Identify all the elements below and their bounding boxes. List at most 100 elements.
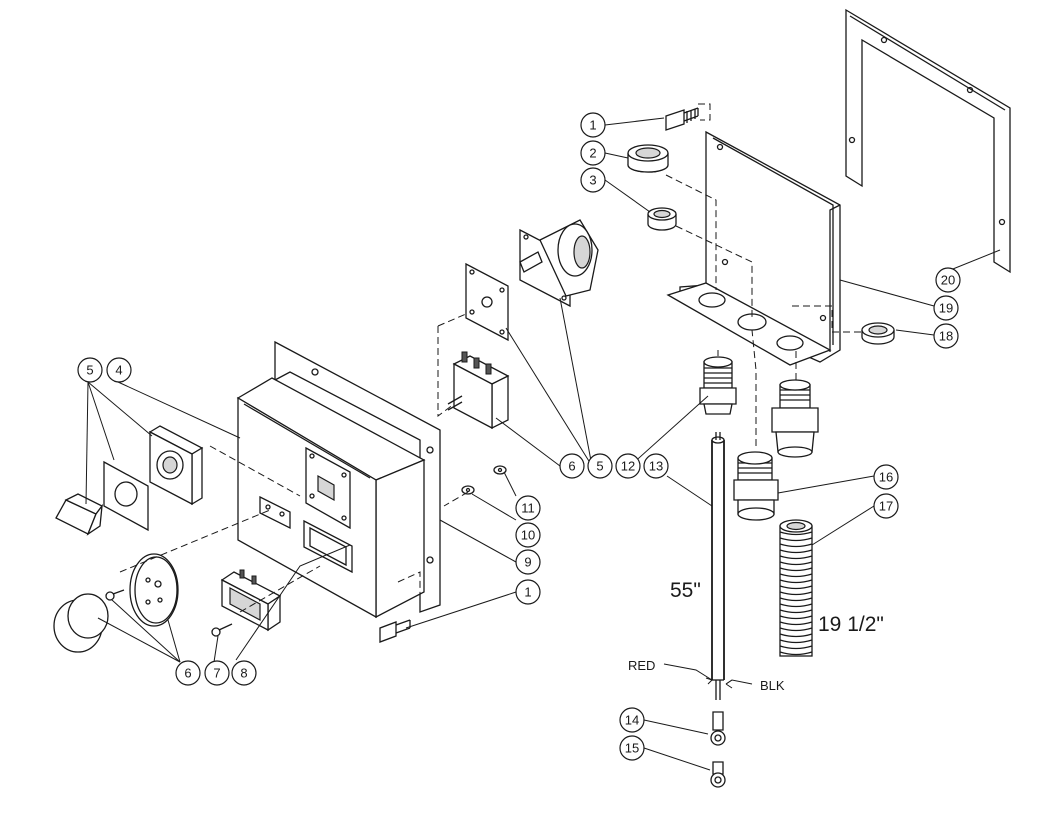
callout-10: 10 xyxy=(515,522,541,548)
bushing xyxy=(647,207,677,231)
conduit-rib xyxy=(779,531,813,536)
mounting-bracket xyxy=(666,130,841,366)
svg-text:18: 18 xyxy=(939,329,953,344)
conduit-length-label: 19 1/2" xyxy=(818,613,884,636)
callout-1-bottom: 1 xyxy=(515,579,541,605)
callout-13: 13 xyxy=(643,453,669,479)
conduit-rib xyxy=(779,543,813,548)
svg-text:11: 11 xyxy=(521,501,535,516)
callout-5-right: 5 xyxy=(587,453,613,479)
svg-text:7: 7 xyxy=(213,666,220,681)
svg-text:19: 19 xyxy=(939,301,953,316)
callout-16: 16 xyxy=(873,464,899,490)
conduit-rib xyxy=(779,627,813,632)
svg-text:13: 13 xyxy=(649,459,663,474)
assembly-center-lines xyxy=(119,103,862,613)
conduit-rib xyxy=(779,603,813,608)
callout-6-right: 6 xyxy=(559,453,585,479)
conduit-rib xyxy=(779,609,813,614)
svg-text:5: 5 xyxy=(596,459,603,474)
svg-text:15: 15 xyxy=(625,741,639,756)
conduit-rib xyxy=(779,639,813,644)
svg-text:9: 9 xyxy=(524,555,531,570)
svg-text:6: 6 xyxy=(568,459,575,474)
wire-label-pointers xyxy=(663,663,753,689)
svg-text:2: 2 xyxy=(589,146,596,161)
svg-text:6: 6 xyxy=(184,666,191,681)
callout-17: 17 xyxy=(873,493,899,519)
conduit-rib xyxy=(779,633,813,638)
conduit-rib xyxy=(779,537,813,542)
conduit-rib xyxy=(779,651,813,656)
callout-1-top: 1 xyxy=(580,112,606,138)
callout-15: 15 xyxy=(619,735,645,761)
callout-18: 18 xyxy=(933,323,959,349)
callout-19: 19 xyxy=(933,295,959,321)
relay-switch xyxy=(447,351,510,430)
pointer-knob xyxy=(55,493,103,536)
enclosure-box xyxy=(236,377,426,619)
knob-bezel xyxy=(148,425,204,506)
panel-screw xyxy=(105,589,125,601)
ring-terminal-black xyxy=(710,761,726,788)
conduit-rib xyxy=(779,555,813,560)
hex-nut xyxy=(493,465,507,475)
svg-text:4: 4 xyxy=(115,363,122,378)
conduit-rib xyxy=(779,591,813,596)
callout-3: 3 xyxy=(580,167,606,193)
callout-6-left: 6 xyxy=(175,660,201,686)
flexible-conduit xyxy=(779,519,813,657)
rocker-switch xyxy=(220,569,282,632)
callout-9: 9 xyxy=(515,549,541,575)
conduit-rib xyxy=(779,621,813,626)
svg-text:12: 12 xyxy=(621,459,635,474)
svg-text:16: 16 xyxy=(879,470,893,485)
conduit-rib xyxy=(779,615,813,620)
conduit-rib xyxy=(779,573,813,578)
conduit-nut xyxy=(861,322,895,345)
liquid-tight-connector xyxy=(771,379,819,458)
conduit-rib xyxy=(779,567,813,572)
wire-black-label: BLK xyxy=(760,678,785,693)
bracket-screw xyxy=(665,107,699,131)
mounting-gasket xyxy=(845,8,1011,274)
conduit-rib xyxy=(779,549,813,554)
callout-20: 20 xyxy=(935,267,961,293)
thermostat-control xyxy=(519,219,599,308)
leader-lines xyxy=(85,117,1001,771)
part-callouts: 1 2 3 5 4 6 7 8 9 10 11 1 6 5 12 13 20 1… xyxy=(77,112,961,761)
thermostat-mount-plate xyxy=(465,262,509,342)
callout-2: 2 xyxy=(580,140,606,166)
label-plate xyxy=(103,460,149,532)
lock-nut xyxy=(627,144,669,173)
callout-12: 12 xyxy=(615,453,641,479)
power-cable xyxy=(711,432,725,700)
callout-8: 8 xyxy=(231,660,257,686)
round-knob xyxy=(53,593,109,653)
callout-7: 7 xyxy=(204,660,230,686)
rocker-screw xyxy=(211,623,233,637)
wire-red-label: RED xyxy=(628,658,655,673)
conduit-rib xyxy=(779,597,813,602)
svg-text:3: 3 xyxy=(589,173,596,188)
callout-5-left: 5 xyxy=(77,357,103,383)
svg-text:1: 1 xyxy=(524,585,531,600)
dial-plate xyxy=(129,553,179,627)
cable-length-label: 55" xyxy=(670,579,701,602)
svg-text:10: 10 xyxy=(521,528,535,543)
conduit-rib xyxy=(779,579,813,584)
ring-terminal-red xyxy=(710,711,726,746)
svg-text:1: 1 xyxy=(589,118,596,133)
conduit-connector xyxy=(733,451,779,521)
callout-4: 4 xyxy=(106,357,132,383)
svg-text:14: 14 xyxy=(625,713,639,728)
cable-connector xyxy=(699,356,737,415)
conduit-rib xyxy=(779,561,813,566)
conduit-rib xyxy=(779,645,813,650)
conduit-rib xyxy=(779,585,813,590)
svg-text:17: 17 xyxy=(879,499,893,514)
svg-text:8: 8 xyxy=(240,666,247,681)
flange-screw xyxy=(379,619,411,643)
lock-washer xyxy=(461,485,475,495)
